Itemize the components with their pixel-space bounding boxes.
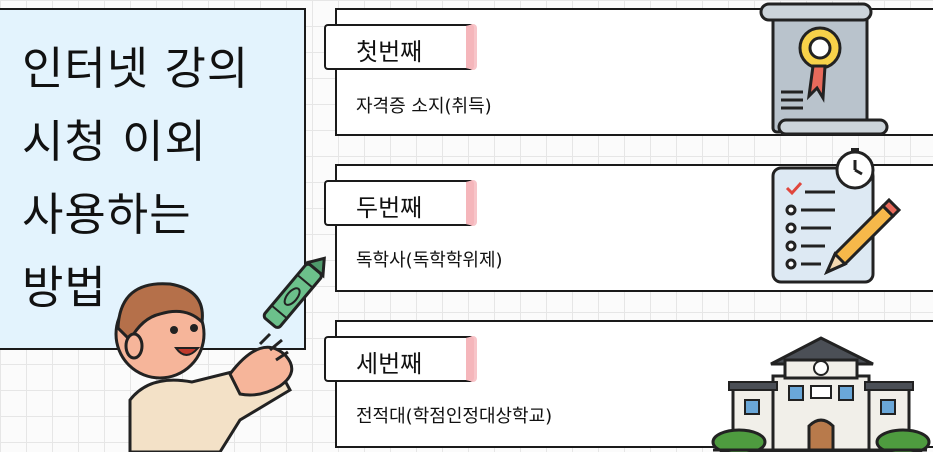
tag-second-label: 두번째 <box>356 194 423 222</box>
tag-first-label: 첫번째 <box>356 38 423 66</box>
desc-second: 독학사(독학학위제) <box>356 250 503 271</box>
desc-first: 자격증 소지(취득) <box>356 96 492 117</box>
school-building-icon <box>711 336 931 452</box>
tag-first: 첫번째 <box>324 24 474 70</box>
crayon-pointer <box>262 256 326 329</box>
page-title: 인터넷 강의 시청 이외 사용하는 방법 <box>22 42 250 314</box>
tag-second: 두번째 <box>324 180 474 226</box>
tag-third: 세번째 <box>324 336 474 382</box>
tag-third-label: 세번째 <box>356 350 423 378</box>
desc-third: 전적대(학점인정대상학교) <box>356 406 553 427</box>
teacher-character <box>114 282 294 452</box>
certificate-icon <box>759 2 889 136</box>
checklist-icon <box>771 148 902 284</box>
